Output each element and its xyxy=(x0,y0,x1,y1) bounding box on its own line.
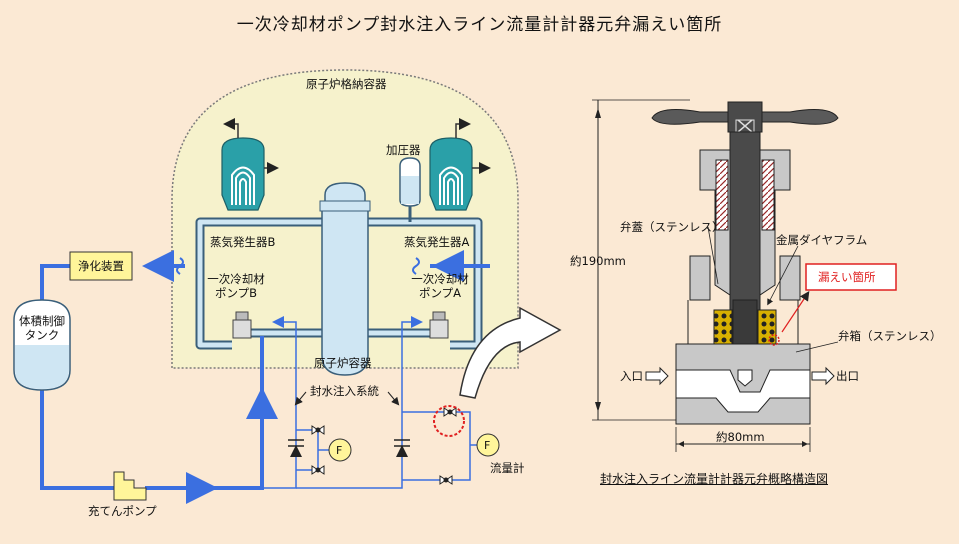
width-dimension: 約80mm xyxy=(716,430,765,444)
reactor-vessel-shape xyxy=(319,182,371,376)
pump-b-label: 一次冷却材 ポンプB xyxy=(207,272,265,300)
flowmeter-a-circle xyxy=(476,433,500,457)
flowmeter-label: 流量計 xyxy=(490,461,525,475)
flowmeter-b-circle xyxy=(328,438,352,462)
pump-b-shape xyxy=(232,311,252,339)
reactor-vessel-label: 原子炉容器 xyxy=(314,356,372,370)
pump-a-label: 一次冷却材 ポンプA xyxy=(411,272,469,300)
leak-highlight xyxy=(433,405,465,437)
vct-label: 体積制御 タンク xyxy=(19,314,65,342)
bonnet-label: 弁蓋（ステンレス） xyxy=(620,220,724,234)
diaphragm-label: 金属ダイヤフラム xyxy=(776,233,868,247)
page-title: 一次冷却材ポンプ封水注入ライン流量計計器元弁漏えい箇所 xyxy=(236,15,723,35)
purification-box xyxy=(69,251,133,281)
steam-generator-b-shape xyxy=(221,118,279,211)
inlet-label: 入口 xyxy=(620,369,643,383)
leak-label: 漏えい箇所 xyxy=(818,270,876,284)
body-label: 弁箱（ステンレス） xyxy=(838,329,942,343)
purification-label: 浄化装置 xyxy=(78,259,124,273)
charging-pump-shape xyxy=(113,471,147,501)
outlet-label: 出口 xyxy=(836,369,859,383)
charging-pump-label: 充てんポンプ xyxy=(88,504,157,518)
pressurizer-shape xyxy=(399,157,421,222)
sg-b-label: 蒸気発生器B xyxy=(210,235,276,249)
pressurizer-label: 加圧器 xyxy=(386,143,421,157)
detail-caption: 封水注入ライン流量計計器元弁概略構造図 xyxy=(600,472,829,486)
height-dimension: 約190mm xyxy=(570,254,626,268)
detail-arrow xyxy=(459,306,562,399)
pump-a-shape xyxy=(429,311,449,339)
steam-generator-a-shape xyxy=(429,118,491,211)
seal-injection-label: 封水注入系統 xyxy=(310,384,379,398)
containment-label: 原子炉格納容器 xyxy=(306,77,387,91)
valve-detail xyxy=(592,99,897,452)
sg-a-label: 蒸気発生器A xyxy=(404,235,470,249)
leak-label-box xyxy=(805,263,897,291)
flowmeter-b-symbol: F xyxy=(336,444,343,457)
vct-shape xyxy=(13,299,71,391)
flowmeter-a-symbol: F xyxy=(484,439,491,452)
